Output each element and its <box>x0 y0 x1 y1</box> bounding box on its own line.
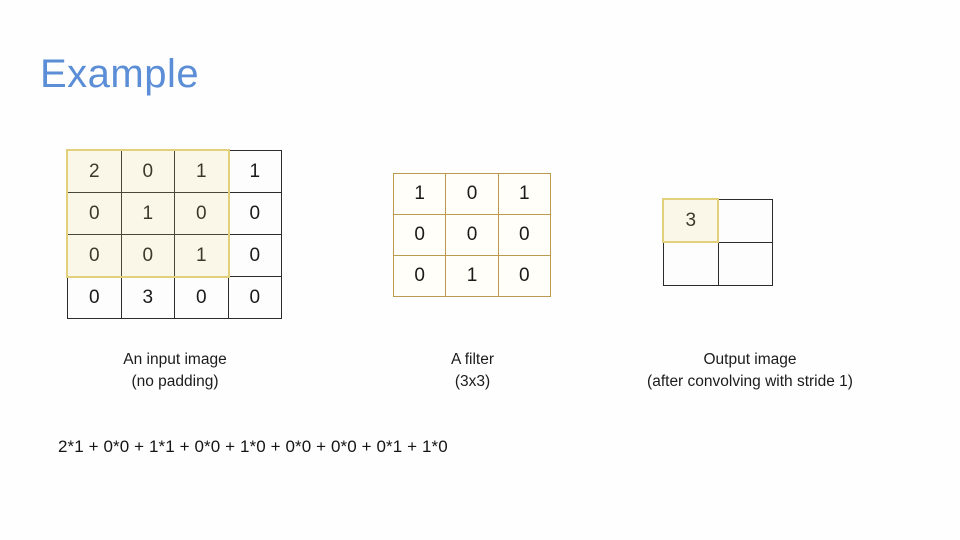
output-cell-r1c2 <box>718 200 773 243</box>
input-caption-line-1: An input image <box>123 351 227 368</box>
input-caption-line-2: (no padding) <box>131 373 219 391</box>
filter-cell-r3c3: 0 <box>498 256 551 297</box>
output-caption-line-1: Output image <box>703 351 797 368</box>
input-cell-r1c4: 1 <box>228 151 282 193</box>
input-cell-r1c3: 1 <box>175 151 229 193</box>
input-cell-r4c1: 0 <box>68 277 122 319</box>
input-cell-r1c2: 0 <box>121 151 175 193</box>
input-cell-r3c1: 0 <box>68 235 122 277</box>
filter-cell-r1c3: 1 <box>498 174 551 215</box>
input-cell-r2c4: 0 <box>228 193 282 235</box>
filter-cell-r3c2: 1 <box>446 256 499 297</box>
filter-cell-r1c1: 1 <box>394 174 447 215</box>
filter-cell-r2c2: 0 <box>446 215 499 256</box>
filter-matrix: 1 0 1 0 0 0 0 1 0 <box>393 173 551 297</box>
convolution-equation: 2*1 + 0*0 + 1*1 + 0*0 + 1*0 + 0*0 + 0*0 … <box>58 437 448 456</box>
input-cell-r1c1: 2 <box>68 151 122 193</box>
page-title: Example <box>40 52 200 96</box>
output-matrix-caption: Output image (after convolving with stri… <box>580 349 920 394</box>
input-cell-r4c3: 0 <box>175 277 229 319</box>
input-cell-r2c3: 0 <box>175 193 229 235</box>
input-cell-r2c1: 0 <box>68 193 122 235</box>
input-cell-r3c2: 0 <box>121 235 175 277</box>
output-image-matrix: 3 <box>663 199 773 286</box>
input-cell-r3c4: 0 <box>228 235 282 277</box>
output-cell-r2c2 <box>718 243 773 286</box>
input-image-matrix: 2 0 1 1 0 1 0 0 0 0 1 0 0 3 0 0 <box>67 150 282 319</box>
filter-cell-r2c1: 0 <box>394 215 447 256</box>
input-cell-r3c3: 1 <box>175 235 229 277</box>
filter-cell-r3c1: 0 <box>394 256 447 297</box>
filter-cell-r1c2: 0 <box>446 174 499 215</box>
filter-matrix-caption: A filter (3x3) <box>375 349 570 394</box>
input-cell-r2c2: 1 <box>121 193 175 235</box>
filter-caption-line-1: A filter <box>450 351 495 368</box>
input-matrix-caption: An input image (no padding) <box>40 349 310 394</box>
output-cell-r2c1 <box>664 243 719 286</box>
filter-caption-line-2: (3x3) <box>454 373 491 391</box>
output-cell-r1c1: 3 <box>664 200 719 243</box>
output-caption-line-2: (after convolving with stride 1) <box>647 373 853 391</box>
input-cell-r4c2: 3 <box>121 277 175 319</box>
input-cell-r4c4: 0 <box>228 277 282 319</box>
filter-cell-r2c3: 0 <box>498 215 551 256</box>
